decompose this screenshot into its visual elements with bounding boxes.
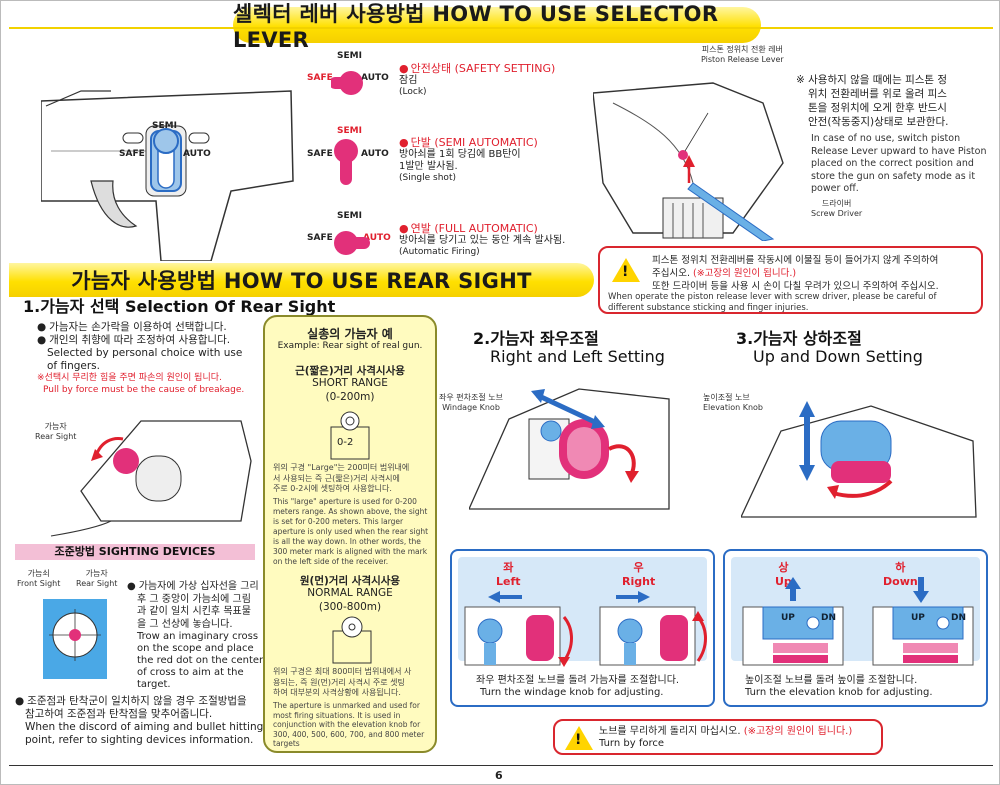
- rear-sight-banner: 가늠자 사용방법 HOW TO USE REAR SIGHT: [9, 263, 594, 297]
- elevation-heading-en: Up and Down Setting: [753, 347, 923, 366]
- mode-safe-ko: 잠김: [399, 75, 418, 86]
- windage-left-label: 좌 Left: [496, 561, 521, 588]
- elevation-caption-en: Turn the elevation knob for adjusting.: [745, 687, 933, 698]
- screwdriver-label: 드라이버 Screw Driver: [811, 199, 863, 218]
- piston-note-ko: ※ 사용하지 않을 때에는 피스톤 정 위치 전환레버를 위로 올려 피스 톤을…: [796, 74, 949, 128]
- mode-safe-en: (Lock): [399, 87, 427, 97]
- sighting-text-en: Trow an imaginary cross on the scope and…: [137, 631, 264, 690]
- mode-semi-text: 단발 (SEMI AUTOMATIC) 방아쇠를 1회 당김에 BB탄이 1발만…: [399, 137, 538, 184]
- sighting-text-ko: 가늠자에 가상 십자선을 그리 후 그 중앙이 가늠쇠에 그림 과 같이 일치 …: [127, 581, 259, 631]
- warning-icon: [612, 258, 640, 282]
- elevation-up-mark-2: UP: [911, 613, 925, 623]
- diagram-semi-label: SEMI: [152, 121, 177, 131]
- elevation-dn-mark-1: DN: [821, 613, 837, 623]
- sighting-diagram: [43, 599, 107, 679]
- short-range-desc-ko: 위의 구경 "Large"는 200미터 범위내에 서 사용되는 즉 근(짧은)…: [273, 463, 410, 493]
- elevation-panel: 상 Up 하 Down UP DN UP DN 높이조절 노브를 돌려 높이를 …: [723, 549, 988, 707]
- piston-illustration: [593, 82, 784, 241]
- mode-semi-title: 단발 (SEMI AUTOMATIC): [399, 137, 538, 149]
- elevation-caption-ko: 높이조절 노브를 돌려 높이를 조절합니다.: [745, 675, 918, 686]
- diagram-safe-label: SAFE: [119, 149, 145, 159]
- piston-note-en: In case of no use, switch piston Release…: [811, 133, 987, 194]
- knob-warning-box: 노브를 무리하게 돌리지 마십시오. (※고장의 원인이 됩니다.) Turn …: [553, 719, 883, 755]
- normal-range-desc-en: The aperture is unmarked and used for mo…: [273, 701, 425, 748]
- selector-mode-semi-icon: SEMI SAFE AUTO: [301, 126, 391, 186]
- mode-auto-title: 연발 (FULL AUTOMATIC): [399, 223, 565, 235]
- elevation-knob-label: 높이조절 노브 Elevation Knob: [703, 393, 763, 412]
- normal-range-desc-ko: 위의 구경은 최대 800미터 범위내에서 사 용되는, 즉 원(먼)거리 사격…: [273, 667, 412, 697]
- selection-warning-en: Pull by force must be the cause of break…: [43, 385, 245, 395]
- elevation-down-label: 하 Down: [883, 561, 918, 588]
- mode-semi-en: (Single shot): [399, 173, 456, 183]
- windage-panel: 좌 Left 우 Right 좌우 편차조절 노브를 돌려 가늠자를 조절합니다…: [450, 549, 715, 707]
- windage-heading-ko: 2.가늠자 좌우조절: [473, 329, 599, 348]
- diagram-auto-label: AUTO: [183, 149, 211, 159]
- selection-text: 가늠자는 손가락을 이용하여 선택합니다. 개인의 취향에 따라 조정하여 사용…: [37, 321, 242, 373]
- short-range-aperture-icon: [330, 411, 370, 460]
- banner-rule: [9, 27, 993, 29]
- mode-auto-ko: 방아쇠를 당기고 있는 동안 계속 발사됨.: [399, 235, 566, 246]
- short-range-desc-en: This "large" aperture is used for 0-200 …: [273, 497, 429, 566]
- rear-sight-label: 가늠자 Rear Sight: [35, 422, 77, 441]
- selection-heading: 1.가늠자 선택 Selection Of Rear Sight: [23, 297, 336, 316]
- mode-safe-text: 안전상태 (SAFETY SETTING) 잠김 (Lock): [399, 63, 555, 98]
- windage-heading-en: Right and Left Setting: [490, 347, 665, 366]
- windage-caption-en: Turn the windage knob for adjusting.: [480, 687, 664, 698]
- footer-rule: [9, 765, 993, 766]
- sighting-title-bar: 조준방법 SIGHTING DEVICES: [15, 544, 255, 560]
- windage-knob-label: 좌우 편차조절 노브 Windage Knob: [439, 393, 503, 412]
- windage-caption-ko: 좌우 편차조절 노브를 돌려 가늠자를 조절합니다.: [476, 675, 680, 686]
- real-gun-example-box: 실총의 가늠자 예 Example: Rear sight of real gu…: [263, 315, 437, 753]
- selector-mode-auto-icon: SEMI SAFE AUTO: [301, 211, 391, 261]
- selector-banner-title: 셀렉터 레버 사용방법 HOW TO USE SELECTOR LEVER: [233, 2, 719, 52]
- mode-auto-text: 연발 (FULL AUTOMATIC) 방아쇠를 당기고 있는 동안 계속 발사…: [399, 223, 565, 258]
- page-number: 6: [495, 769, 503, 782]
- rear-sight-illustration: [50, 420, 252, 537]
- mode-safe-title: 안전상태 (SAFETY SETTING): [399, 63, 556, 75]
- mode-semi-ko2: 1발만 발사됨.: [399, 161, 458, 172]
- windage-illustration: [469, 388, 670, 510]
- mode-auto-en: (Automatic Firing): [399, 247, 480, 257]
- piston-warning-box: 피스톤 정위치 전환레버를 작동시에 이물질 등이 들어가지 않게 주의하여 주…: [598, 246, 983, 314]
- elevation-illustration: [741, 401, 977, 518]
- windage-steps-illustration: [464, 591, 707, 667]
- selector-mode-safe-icon: SEMI SAFE AUTO: [301, 51, 391, 101]
- elevation-up-label: 상 Up: [775, 561, 792, 588]
- selection-warning-ko: ※선택시 무리한 힘을 주면 파손의 원인이 됩니다.: [37, 373, 222, 383]
- selector-gun-illustration: [41, 90, 294, 261]
- elevation-heading-ko: 3.가늠자 상하조절: [736, 329, 862, 348]
- elevation-up-mark-1: UP: [781, 613, 795, 623]
- rear-sight-banner-title: 가늠자 사용방법 HOW TO USE REAR SIGHT: [71, 269, 532, 293]
- elevation-steps-illustration: [742, 577, 974, 666]
- sighting-bottom-text: 조준점과 탄착군이 일치하지 않을 경우 조절방법을 참고하여 조준점과 탄착점…: [15, 695, 263, 747]
- normal-range-aperture-icon: [332, 616, 372, 664]
- front-sight-label: 가늠쇠 Front Sight: [17, 569, 61, 588]
- windage-right-label: 우 Right: [622, 561, 656, 588]
- elevation-dn-mark-2: DN: [951, 613, 967, 623]
- piston-lever-label: 피스톤 정위치 전환 레버 Piston Release Lever: [701, 45, 784, 64]
- warning-icon: [565, 726, 593, 750]
- mode-semi-ko: 방아쇠를 1회 당김에 BB탄이: [399, 149, 521, 160]
- selector-banner: 셀렉터 레버 사용방법 HOW TO USE SELECTOR LEVER: [233, 2, 761, 52]
- rear-sight-small-label: 가늠자 Rear Sight: [76, 569, 118, 588]
